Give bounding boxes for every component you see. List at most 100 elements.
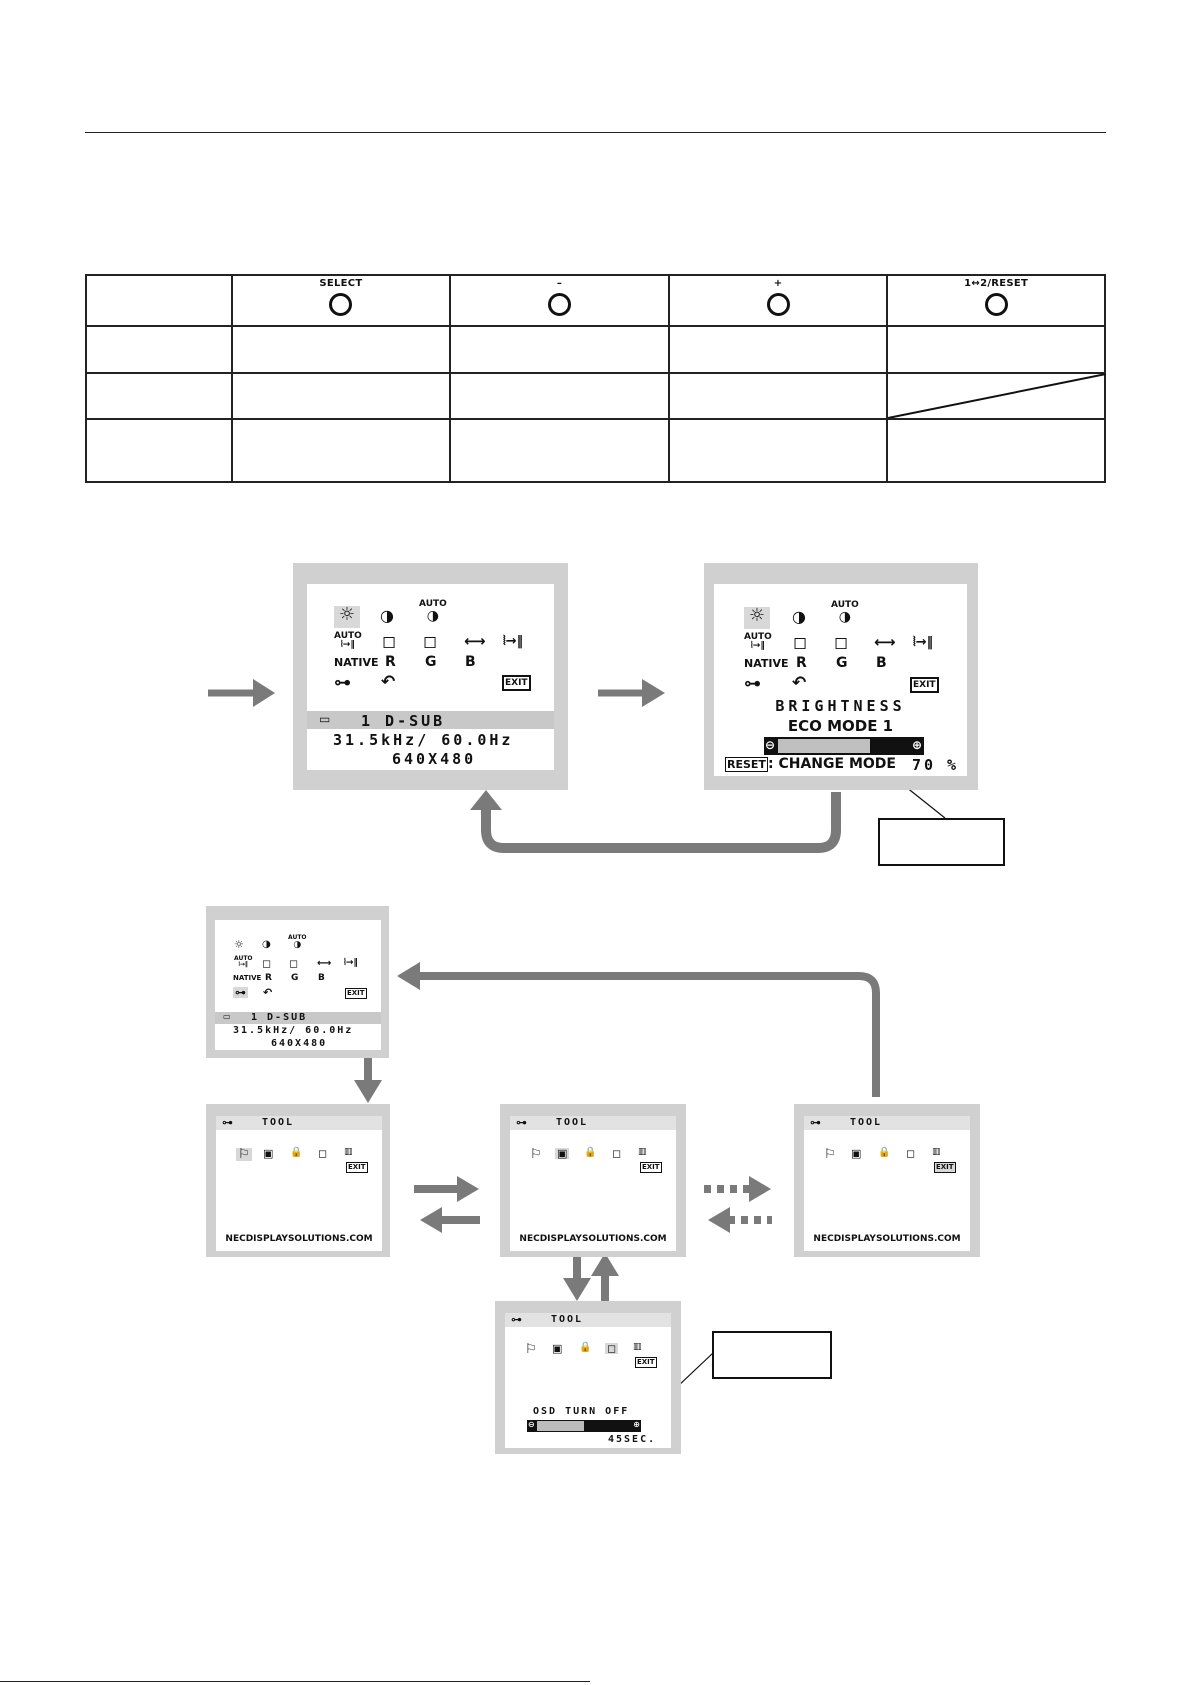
tool-title: TOOL (262, 1117, 295, 1128)
table-header-cell: – (449, 274, 670, 327)
left-right-icon: ◻ (262, 957, 272, 970)
website-url: NECDISPLAYSOLUTIONS.COM (519, 1234, 667, 1244)
osd-tool-turnoff-menu: ⊶ TOOL ⚐ ▣ 🔒 ◻ ▥ EXIT OSD TURN OFF ⊖ ⊕ 4… (495, 1301, 681, 1454)
osd-turnoff-icon: ◻ (318, 1147, 328, 1160)
frequency-line: 31.5kHz/ 60.0Hz (233, 1025, 354, 1036)
footer-rule (0, 1681, 590, 1682)
callout-box-osd (712, 1331, 832, 1379)
resolution-line: 640X480 (271, 1038, 328, 1049)
osd-tool-menu-3: ⊶ TOOL ⚐ ▣ 🔒 ◻ ▥ EXIT NECDISPLAYSOLUTION… (794, 1104, 980, 1257)
exit-icon: EXIT (910, 677, 939, 693)
blue-label: B (318, 973, 325, 983)
table-diagonal-cell (886, 372, 1107, 420)
osd-lock-icon: 🔒 (584, 1147, 597, 1158)
table-row (85, 372, 1107, 420)
button-label: + (773, 277, 783, 289)
osd-position-icon: ▣ (555, 1147, 570, 1160)
contrast-icon: ◑ (380, 606, 394, 625)
language-icon: ⚐ (824, 1147, 836, 1162)
diagonal-line (888, 374, 1107, 418)
tool-title-bar (216, 1116, 382, 1130)
exit-icon: EXIT (934, 1162, 956, 1173)
red-label: R (385, 654, 396, 670)
osd-turnoff-value: 45SEC. (608, 1434, 657, 1445)
auto-position-icon: AUTO⦚→‖ (234, 955, 253, 968)
minus-icon: ⊖ (765, 738, 776, 752)
osd-main-menu: ☼ ◑ AUTO◑ AUTO⦚→‖ ◻ ◻ ⟷ ⦚→‖ NATIVE R G B… (293, 563, 568, 790)
osd-position-icon: ▣ (263, 1147, 274, 1160)
osd-position-icon: ▣ (851, 1147, 862, 1160)
plus-icon: ⊕ (911, 738, 922, 752)
h-size-icon: ⟷ (464, 632, 486, 650)
tool-title-bar (804, 1116, 970, 1130)
language-icon: ⚐ (525, 1342, 537, 1357)
table-header-row: SELECT – + 1↔2/RESET (85, 274, 1106, 327)
dsub-connector-icon: ▭ (319, 712, 331, 726)
tool-icon: ⊶ (516, 1116, 527, 1129)
osd-turnoff-icon: ◻ (906, 1147, 916, 1160)
red-label: R (265, 973, 272, 983)
brightness-icon: ☼ (334, 606, 360, 628)
table-header-cell: SELECT (230, 274, 452, 327)
arrow-tool-return (397, 962, 880, 1097)
brightness-icon: ☼ (744, 607, 770, 629)
ddc-ci-icon: ▥ (633, 1342, 642, 1352)
blue-label: B (465, 654, 476, 670)
fine-icon: ⦚→‖ (913, 635, 934, 650)
osd-turnoff-icon: ◻ (605, 1342, 619, 1355)
tool-title-bar (505, 1313, 671, 1327)
brightness-value: 70 (912, 756, 937, 774)
tool-icon: ⊶ (233, 986, 248, 999)
osd-tool-menu-2: ⊶ TOOL ⚐ ▣ 🔒 ◻ ▥ EXIT NECDISPLAYSOLUTION… (500, 1104, 686, 1257)
minus-icon: ⊖ (528, 1420, 535, 1429)
table-header-cell: 1↔2/RESET (886, 274, 1106, 327)
tool-icon: ⊶ (334, 673, 351, 693)
osd-position-icon: ▣ (552, 1342, 563, 1355)
input-bar (215, 1012, 381, 1024)
factory-preset-icon: ↶ (263, 986, 273, 999)
blue-label: B (876, 655, 887, 671)
dsub-connector-icon: ▭ (223, 1012, 231, 1021)
auto-adjust-icon: AUTO◑ (831, 600, 859, 625)
plus-icon: ⊕ (633, 1420, 640, 1429)
osd-lock-icon: 🔒 (878, 1147, 891, 1158)
ddc-ci-icon: ▥ (344, 1147, 353, 1157)
factory-preset-icon: ↶ (381, 672, 396, 692)
arrow-tool-next (414, 1176, 479, 1202)
language-icon: ⚐ (236, 1147, 252, 1162)
arrow-tool-prev (420, 1207, 480, 1233)
input-line: 1 D-SUB (251, 1012, 308, 1023)
arrow-tool-up (591, 1253, 619, 1302)
left-right-icon: ◻ (793, 633, 808, 653)
website-url: NECDISPLAYSOLUTIONS.COM (225, 1234, 373, 1244)
down-up-icon: ◻ (423, 632, 438, 652)
exit-icon: EXIT (635, 1357, 657, 1368)
green-label: G (836, 655, 848, 671)
slider-fill (778, 739, 870, 753)
callout-box-brightness (878, 818, 1005, 866)
contrast-icon: ◑ (262, 939, 271, 950)
slider-fill (537, 1421, 584, 1431)
osd-lock-icon: 🔒 (579, 1342, 592, 1353)
exit-icon: EXIT (345, 988, 367, 999)
exit-icon: EXIT (502, 675, 531, 691)
input-line: 1 D-SUB (361, 712, 446, 730)
reset-button-icon (984, 292, 1008, 316)
button-label: SELECT (319, 277, 363, 289)
auto-adjust-icon: AUTO◑ (288, 934, 307, 950)
header-rule (85, 132, 1106, 133)
arrow-main-to-tool (354, 1058, 382, 1103)
osd-brightness-menu: ☼ ◑ AUTO◑ AUTO⦚→‖ ◻ ◻ ⟷ ⦚→‖ NATIVE R G B… (704, 563, 978, 790)
osd-tool-menu-1: ⊶ TOOL ⚐ ▣ 🔒 ◻ ▥ EXIT NECDISPLAYSOLUTION… (206, 1104, 390, 1257)
table-header-cell: + (667, 274, 889, 327)
button-label: 1↔2/RESET (964, 277, 1029, 289)
control-table: SELECT – + 1↔2/RESET (85, 274, 1107, 483)
osd-turnoff-slider: ⊖ ⊕ (527, 1420, 641, 1432)
auto-adjust-icon: AUTO◑ (419, 599, 447, 624)
ddc-ci-icon: ▥ (932, 1147, 941, 1157)
table-row (85, 325, 1106, 374)
h-size-icon: ⟷ (317, 958, 332, 969)
auto-position-icon: AUTO⦚→‖ (744, 632, 772, 651)
osd-turnoff-label: OSD TURN OFF (533, 1406, 630, 1417)
green-label: G (291, 973, 299, 983)
